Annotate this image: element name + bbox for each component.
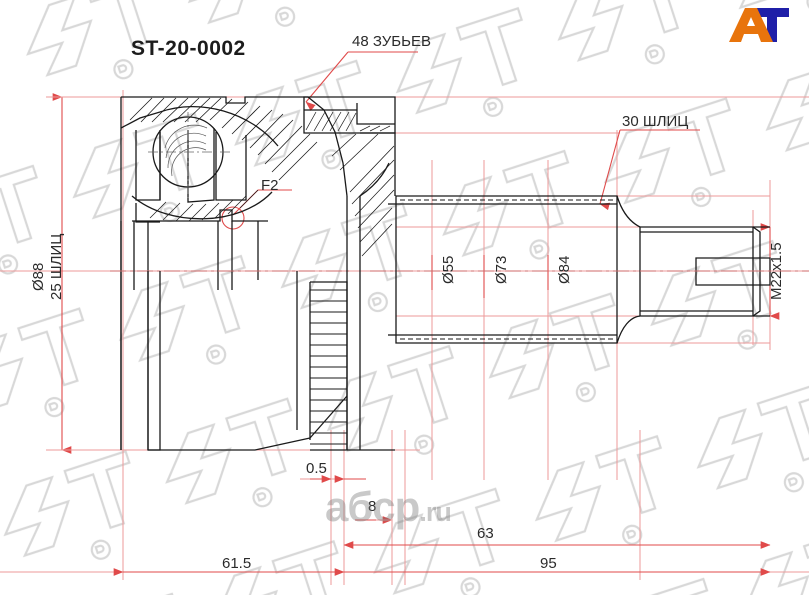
callout-leaders: [221, 51, 700, 230]
dimension-thread-spec: M22x1.5: [768, 242, 785, 300]
callout-feature-f2: F2: [261, 177, 279, 194]
dimension-diameter-55: Ø55: [440, 255, 457, 284]
site-watermark: абcр.ru: [325, 483, 452, 531]
dimension-diameter-84: Ø84: [556, 255, 573, 284]
callout-outer-splines: 30 ШЛИЦ: [622, 113, 689, 130]
dimension-diameter-73: Ø73: [493, 255, 510, 284]
dimension-length-615: 61.5: [222, 555, 252, 572]
callout-teeth-count: 48 ЗУБЬЕВ: [352, 33, 431, 50]
dimension-horizontal-lines: [0, 475, 809, 576]
dimension-outer-diameter: Ø88: [30, 262, 47, 291]
dimension-length-63: 63: [477, 525, 494, 542]
extension-lines: [0, 90, 809, 585]
page-title: ST-20-0002: [131, 37, 246, 60]
cv-joint-geometry: [110, 96, 809, 451]
watermark-suffix: .ru: [419, 497, 452, 527]
dimension-length-8: 8: [368, 498, 377, 515]
dimension-length-95: 95: [540, 555, 557, 572]
brand-logo: [729, 8, 789, 42]
dimension-outer-diameter-line: [46, 93, 80, 454]
watermark-text: абcр: [325, 483, 420, 530]
logo-letter-t: [755, 8, 789, 42]
diameter-tick-marks: [431, 255, 549, 298]
dimension-inner-splines: 25 ШЛИЦ: [48, 233, 65, 300]
dimension-length-05: 0.5: [306, 460, 327, 477]
